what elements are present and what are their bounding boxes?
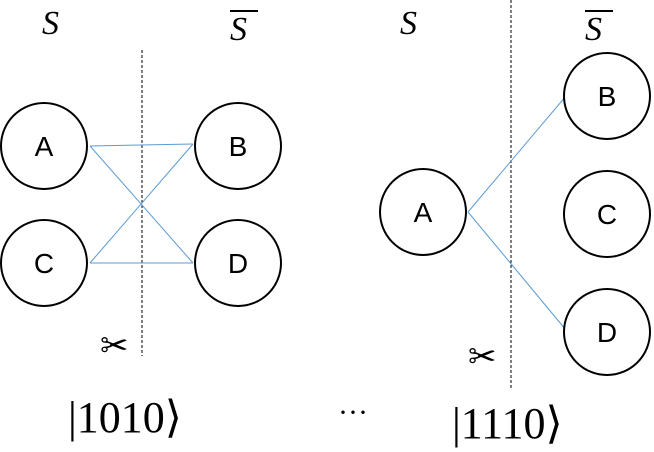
right-node-a-label: A <box>414 197 433 228</box>
left-node-b-label: B <box>229 131 248 162</box>
left-set-s-complement-label: S <box>230 11 247 48</box>
left-set-s-label: S <box>42 5 59 42</box>
left-node-a: A <box>0 102 88 190</box>
left-node-b: B <box>194 102 282 190</box>
ellipsis: ··· <box>338 396 368 429</box>
right-node-b-label: B <box>598 81 617 112</box>
right-node-d: D <box>563 288 651 376</box>
scissors-icon: ✂ <box>100 326 129 366</box>
right-edge-a-b <box>467 95 567 213</box>
right-node-c: C <box>563 170 651 258</box>
left-edge-a-d <box>89 145 194 264</box>
left-panel: S S A C B D ✂ |1010⟩ <box>0 5 282 442</box>
scissors-icon: ✂ <box>468 337 497 377</box>
left-edge-c-b <box>89 143 194 264</box>
left-node-d-label: D <box>228 248 248 279</box>
left-state-ket: |1010⟩ <box>68 393 182 442</box>
left-node-c: C <box>0 219 88 307</box>
right-set-s-label: S <box>400 5 417 42</box>
right-node-d-label: D <box>597 317 617 348</box>
right-state-ket: |1110⟩ <box>452 399 563 448</box>
right-node-c-label: C <box>597 199 617 230</box>
right-panel: S S A B C D ✂ |1110⟩ <box>379 0 651 448</box>
right-node-b: B <box>563 52 651 140</box>
left-node-d: D <box>194 219 282 307</box>
right-node-a: A <box>379 168 467 256</box>
right-edge-a-d <box>467 211 567 331</box>
left-node-c-label: C <box>34 248 54 279</box>
left-edge-a-b <box>89 143 194 147</box>
left-node-a-label: A <box>35 131 54 162</box>
right-set-s-complement-label: S <box>585 11 602 48</box>
